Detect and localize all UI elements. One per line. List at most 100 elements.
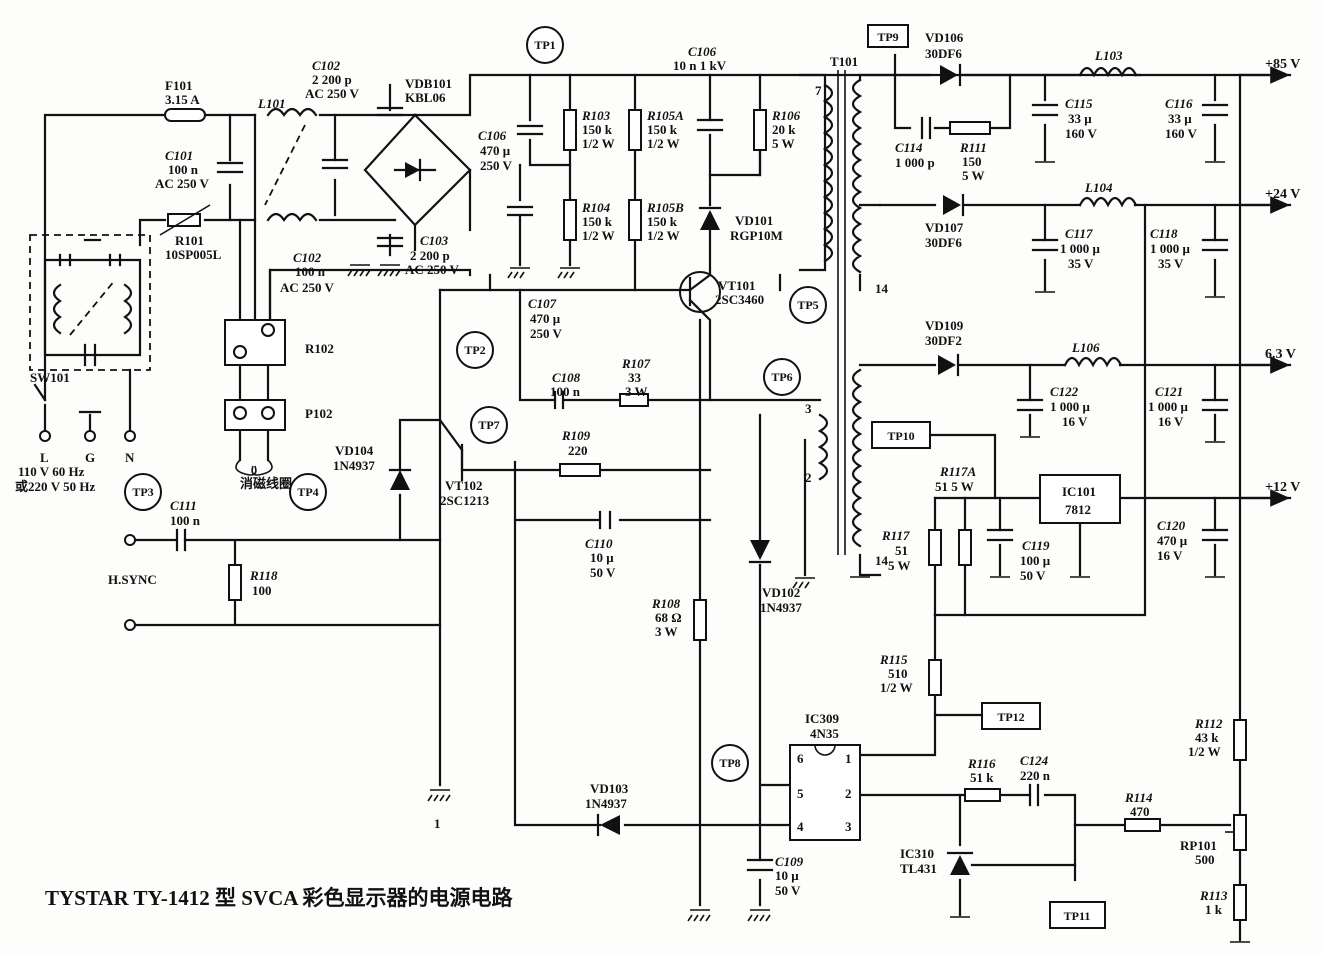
tp7[interactable]: TP7: [470, 406, 508, 444]
r115-ref: R115: [879, 652, 908, 667]
resistor-r117: [928, 529, 942, 566]
c110-val1: 10 μ: [590, 550, 614, 565]
c110-val2: 50 V: [590, 565, 616, 580]
r116-ref: R116: [967, 756, 996, 771]
ic309-pin1: 1: [845, 751, 852, 766]
l106-ref: L106: [1071, 340, 1100, 355]
output-85v: +85 V: [1265, 57, 1300, 72]
vt101-ref: VT101: [718, 278, 756, 293]
diode-vd102: [748, 540, 772, 564]
tp11-label: TP11: [1064, 909, 1091, 923]
capacitor-c118: [1201, 238, 1229, 252]
tp12-label: TP12: [997, 710, 1024, 724]
c119-val1: 100 μ: [1020, 553, 1051, 568]
diode-vd109: [938, 353, 960, 377]
r108-val2: 3 W: [655, 624, 678, 639]
tp2[interactable]: TP2: [456, 331, 494, 369]
tp5[interactable]: TP5: [789, 286, 827, 324]
c109-val2: 50 V: [775, 883, 801, 898]
c122-val1: 1 000 μ: [1050, 399, 1091, 414]
resistor-r117a: [958, 529, 972, 566]
tp11[interactable]: TP11: [1049, 901, 1106, 929]
c114-ref: C114: [895, 140, 923, 155]
tp8[interactable]: TP8: [711, 744, 749, 782]
capacitor-c111: [175, 528, 187, 552]
potentiometer-rp101[interactable]: [1225, 814, 1247, 851]
vd101-val: RGP10M: [730, 228, 783, 243]
r118-ref: R118: [249, 568, 278, 583]
resistor-r115: [928, 659, 942, 696]
vd104-val: 1N4937: [333, 458, 375, 473]
capacitor-c120: [1201, 528, 1229, 542]
r112-val2: 1/2 W: [1188, 744, 1221, 759]
inductor-l103: [1078, 66, 1138, 78]
capacitor-c115: [1031, 103, 1059, 117]
c115-ref: C115: [1065, 96, 1093, 111]
c101-val1: 100 n: [168, 162, 199, 177]
labels: F101 3.15 A C101 100 n AC 250 V R101 10S…: [15, 30, 1300, 917]
tp4-label: TP4: [297, 485, 318, 499]
vd103-ref: VD103: [590, 781, 629, 796]
vd102-ref: VD102: [762, 585, 800, 600]
t101-pin7: 7: [815, 83, 822, 98]
c115-val1: 33 μ: [1068, 111, 1092, 126]
tp3[interactable]: TP3: [124, 473, 162, 511]
hsync-terminal-b[interactable]: [124, 619, 136, 631]
ic101-ref: IC101: [1062, 484, 1096, 499]
l104-ref: L104: [1084, 180, 1113, 195]
r105b-val1: 150 k: [647, 214, 678, 229]
r107-val1: 33: [628, 370, 642, 385]
capacitor-c122: [1016, 398, 1044, 412]
c121-ref: C121: [1155, 384, 1183, 399]
r114-val: 470: [1130, 804, 1150, 819]
terminal-n[interactable]: [124, 430, 136, 442]
r105b-ref: R105B: [646, 200, 684, 215]
diode-vd101: [698, 206, 722, 230]
vd103-val: 1N4937: [585, 796, 627, 811]
r105a-val2: 1/2 W: [647, 136, 680, 151]
capacitor-c110: [598, 510, 612, 530]
resistor-r118: [228, 564, 242, 601]
tp1[interactable]: TP1: [526, 26, 564, 64]
c119-val2: 50 V: [1020, 568, 1046, 583]
degauss-label: 消磁线圈: [240, 476, 292, 491]
ic309-pin5: 5: [797, 786, 804, 801]
p102-ref: P102: [305, 406, 332, 421]
inductor-l104: [1078, 196, 1138, 208]
line-filter-box: [29, 234, 151, 371]
f101-val: 3.15 A: [165, 92, 200, 107]
tp4[interactable]: TP4: [289, 473, 327, 511]
capacitor-c121: [1201, 398, 1229, 412]
capacitor-c117: [1031, 238, 1059, 252]
terminal-l[interactable]: [39, 430, 51, 442]
tp12[interactable]: TP12: [981, 702, 1041, 730]
t101-pin2: 2: [805, 470, 812, 485]
r111-val1: 150: [962, 154, 982, 169]
c102a-ref: C102: [312, 58, 341, 73]
regulator-ic101: [1039, 474, 1121, 524]
c117-val2: 35 V: [1068, 256, 1094, 271]
vt102-val: 2SC1213: [440, 493, 490, 508]
r103-val2: 1/2 W: [582, 136, 615, 151]
ic101-val: 7812: [1065, 502, 1091, 517]
optocoupler-ic309: [789, 744, 861, 841]
tp6[interactable]: TP6: [763, 358, 801, 396]
ic309-val: 4N35: [810, 726, 839, 741]
hsync-terminal-a[interactable]: [124, 534, 136, 546]
c106-val: 10 n 1 kV: [673, 58, 727, 73]
terminal-g[interactable]: [84, 430, 96, 442]
diode-vd106: [940, 63, 962, 87]
r106-val1: 20 k: [772, 122, 796, 137]
vd101-ref: VD101: [735, 213, 773, 228]
c124-ref: C124: [1020, 753, 1049, 768]
r105b-val2: 1/2 W: [647, 228, 680, 243]
c107-val2: 250 V: [530, 326, 563, 341]
r104-val2: 1/2 W: [582, 228, 615, 243]
resistor-r105b: [628, 199, 642, 241]
r105a-val1: 150 k: [647, 122, 678, 137]
r117a-val: 51 5 W: [935, 479, 974, 494]
r111-ref: R111: [959, 140, 987, 155]
tp10[interactable]: TP10: [871, 421, 931, 449]
tp9[interactable]: TP9: [867, 24, 909, 48]
c103-val2: AC 250 V: [405, 262, 460, 277]
